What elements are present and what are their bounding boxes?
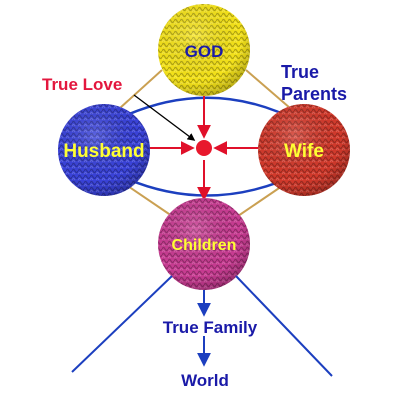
children-shade (158, 198, 250, 290)
husband-node (58, 104, 150, 196)
wife-node (258, 104, 350, 196)
true-family-label: True Family (163, 318, 258, 337)
world-label: World (181, 371, 229, 390)
god-shade (158, 4, 250, 96)
god-node (158, 4, 250, 96)
true-love-pointer (133, 94, 196, 141)
bottom-lines (71, 275, 333, 377)
left-spread-line (71, 275, 173, 373)
true-love-label: True Love (42, 75, 122, 94)
right-spread-line (235, 275, 333, 377)
true-parents-label-line1: True (281, 62, 319, 82)
husband-label: Husband (63, 141, 144, 162)
children-node (158, 198, 250, 290)
wife-label: Wife (284, 141, 324, 162)
wife-shade (258, 104, 350, 196)
god-label: GOD (185, 42, 224, 61)
true-parents-label-line2: Parents (281, 84, 347, 104)
husband-shade (58, 104, 150, 196)
center-dot (196, 140, 212, 156)
god-wife-line (245, 69, 291, 109)
god-husband-line (119, 69, 163, 109)
children-label: Children (172, 237, 237, 254)
